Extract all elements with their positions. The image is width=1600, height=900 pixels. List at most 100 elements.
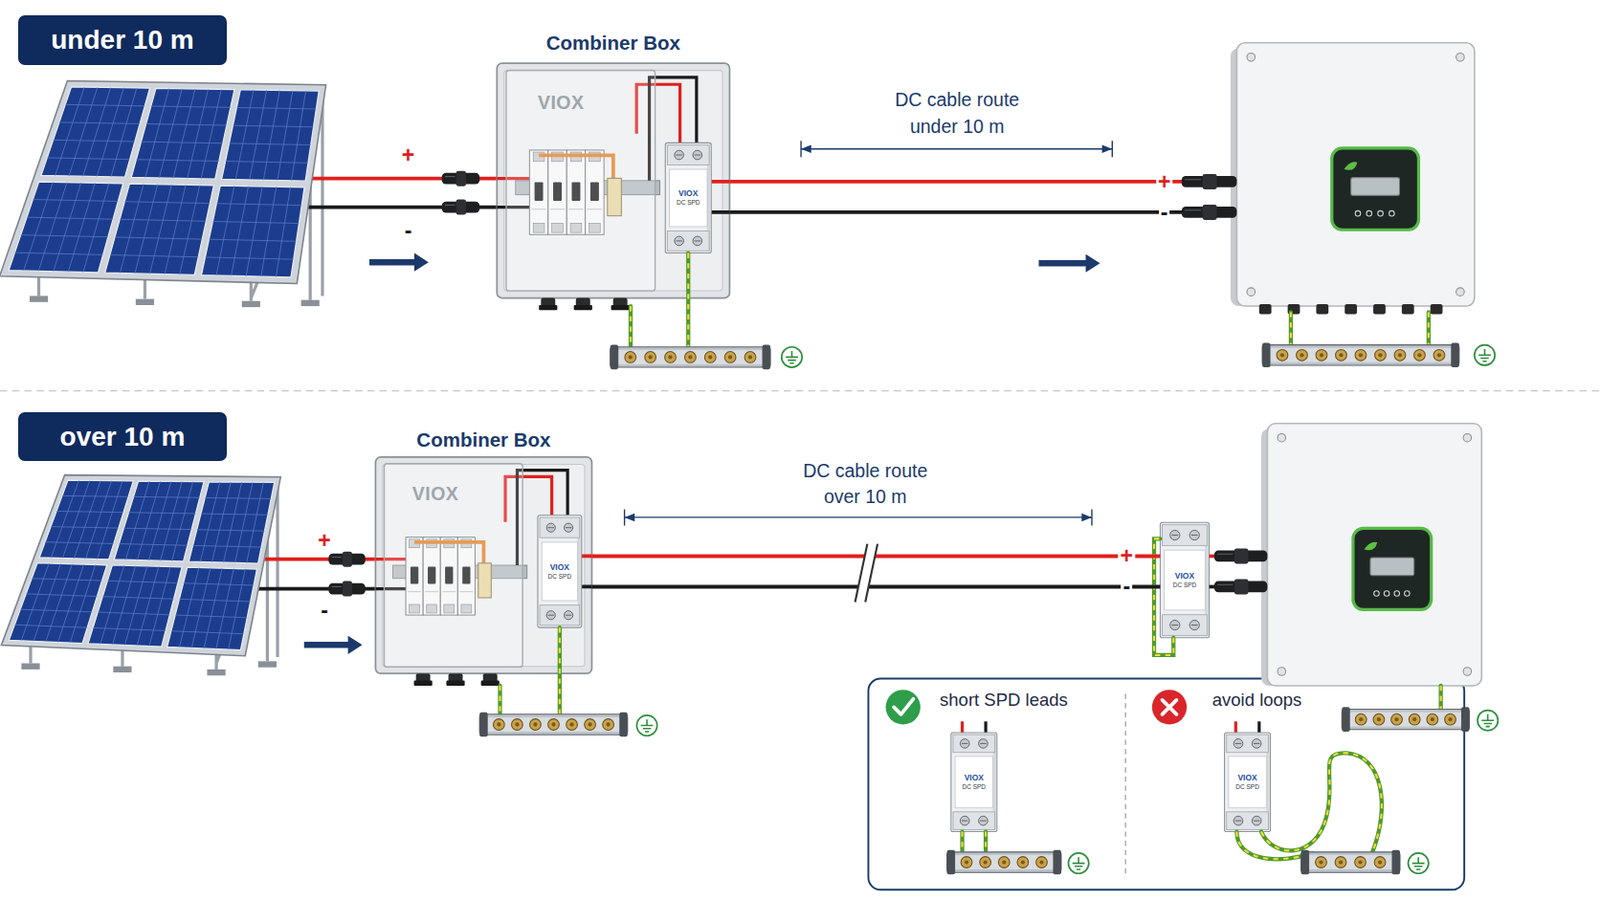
- ground-symbol: [1067, 853, 1089, 874]
- spd-body: [1189, 620, 1200, 630]
- spd-body: [1235, 743, 1242, 745]
- inverter: [1230, 43, 1475, 315]
- solar-panel: [14, 181, 118, 272]
- section-divider: [0, 390, 1600, 392]
- box-heading: Combiner Box: [546, 31, 681, 55]
- inverter: [1363, 542, 1378, 552]
- inverter: [1366, 210, 1373, 217]
- panel-stand: [258, 661, 277, 667]
- ground-bar: [964, 860, 969, 865]
- mc4-connector: [444, 204, 456, 206]
- spd-body: [953, 812, 996, 831]
- spd-body: [666, 231, 710, 252]
- ground-bar: [960, 857, 973, 869]
- ground-bar: [1377, 860, 1382, 865]
- ground-bar: [998, 857, 1010, 869]
- mc4-connector: [444, 176, 456, 178]
- surge-protector: VIOXDC SPD: [537, 515, 582, 628]
- solar-panel: [135, 88, 231, 178]
- spd-body: [694, 155, 701, 156]
- ground-bar: [492, 719, 505, 732]
- ground-bar: [979, 857, 992, 869]
- ground-bar: [1262, 342, 1271, 368]
- ground-bar: [511, 719, 524, 732]
- ground-bar: [1262, 345, 1460, 366]
- enclosure-door: [383, 464, 523, 668]
- spd-body: [546, 611, 556, 621]
- flow-arrow: [304, 636, 363, 655]
- inverter: [1259, 304, 1272, 315]
- inverter: [1389, 210, 1396, 217]
- inverter: [1370, 557, 1415, 577]
- ground-bar: [1338, 353, 1343, 357]
- ground-symbol: [785, 351, 799, 364]
- ground-bar: [569, 722, 574, 727]
- ground-bar: [530, 719, 542, 732]
- inverter: [1377, 210, 1384, 217]
- enclosure-door: [506, 70, 656, 292]
- panel-stand: [242, 301, 261, 308]
- panel-stand: [206, 669, 225, 676]
- ground-bar: [1265, 348, 1456, 363]
- ground-bar: [514, 722, 519, 727]
- ground-bar: [1374, 857, 1386, 869]
- combiner-box: Combiner BoxVIOXVIOXDC SPD: [375, 457, 592, 674]
- spd-body: [1159, 522, 1209, 639]
- ground-bar: [605, 722, 610, 727]
- ground-bar: [667, 355, 672, 359]
- mc4-connector: [332, 586, 342, 588]
- inverter: [1266, 423, 1482, 687]
- ground-bar: [613, 350, 768, 365]
- ground-wire: [498, 686, 501, 715]
- ground-bar: [548, 719, 560, 732]
- ground-wire: [959, 832, 964, 853]
- spd-body: [1233, 739, 1244, 750]
- ground-wire: [558, 627, 561, 715]
- surge-protector: VIOXDC SPD: [951, 733, 998, 832]
- ground-symbol: [781, 347, 802, 368]
- surge-protector: VIOXDC SPD: [1159, 522, 1209, 639]
- flow-arrow: [369, 253, 429, 272]
- ground-bar: [1450, 342, 1460, 368]
- polarity-sign: +: [315, 530, 333, 553]
- ground-bar: [479, 712, 489, 738]
- flow-arrow: [304, 636, 363, 655]
- spd-body: [978, 816, 989, 826]
- spd-body: [694, 240, 701, 242]
- mc4-connector: [1181, 204, 1238, 221]
- spd-rating: DC SPD: [1173, 581, 1198, 589]
- ground-bar: [1052, 850, 1062, 876]
- ground-bar: [1296, 349, 1309, 361]
- ground-bar: [1341, 707, 1351, 733]
- ground-bar: [1355, 349, 1367, 361]
- ground-bar: [1301, 850, 1311, 876]
- spd-body: [665, 142, 712, 253]
- inverter: [1404, 591, 1411, 598]
- spd-body: [1162, 525, 1208, 547]
- ground-wire: [1440, 686, 1442, 711]
- ground-bar: [479, 714, 628, 735]
- spd-body: [541, 542, 578, 601]
- ground-bar: [479, 712, 628, 738]
- mc4-connector: [1217, 584, 1233, 586]
- ground-bar: [619, 712, 628, 738]
- spd-body: [692, 236, 703, 246]
- spd-body: [961, 821, 968, 823]
- ground-wire: [497, 686, 502, 715]
- inverter: [1246, 52, 1256, 62]
- spd-brand: VIOX: [678, 189, 698, 200]
- spd-body: [1159, 522, 1209, 639]
- ground-symbol: [1478, 349, 1491, 362]
- ground-bar: [1391, 713, 1403, 726]
- ground-wire: [688, 253, 689, 348]
- solar-panel: [225, 89, 317, 181]
- panel-stand: [29, 295, 48, 302]
- spd-body: [692, 150, 703, 160]
- ground-bar: [1036, 857, 1048, 869]
- ground-bar: [1394, 349, 1406, 361]
- combiner-enclosure: [496, 63, 730, 298]
- ground-bar: [1039, 860, 1044, 865]
- mc4-connector: [1184, 178, 1201, 180]
- box-heading: Combiner Box: [416, 428, 551, 452]
- ground-wire: [984, 832, 987, 853]
